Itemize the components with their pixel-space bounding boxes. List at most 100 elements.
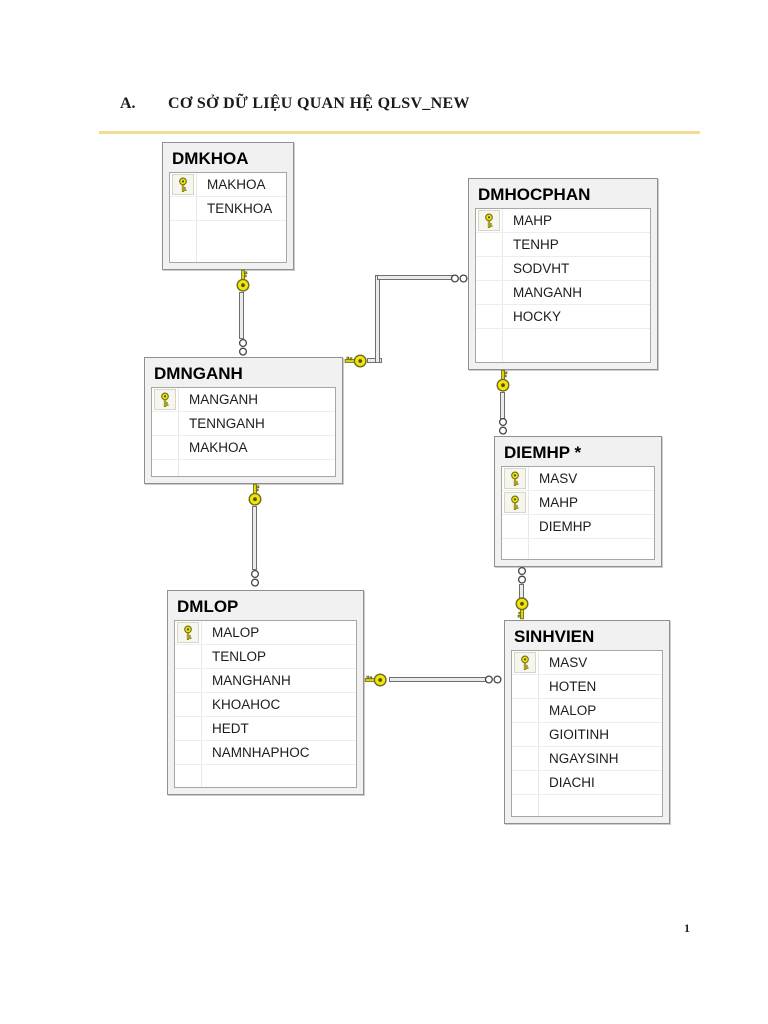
key-cell xyxy=(512,723,538,746)
key-cell xyxy=(170,173,196,196)
page-number: 1 xyxy=(684,921,690,935)
table-row[interactable]: MANGANH xyxy=(476,281,650,305)
key-cell xyxy=(476,209,502,232)
column-name: NGAYSINH xyxy=(549,751,619,766)
primary-key-icon xyxy=(154,389,176,410)
one-end-key-icon xyxy=(236,269,250,293)
key-cell xyxy=(476,257,502,280)
many-end-infinity-icon xyxy=(517,566,527,585)
table-row[interactable]: HOTEN xyxy=(512,675,662,699)
table-row[interactable]: GIOITINH xyxy=(512,723,662,747)
one-end-key-icon xyxy=(344,354,368,368)
key-cell xyxy=(476,233,502,256)
table-row[interactable]: NGAYSINH xyxy=(512,747,662,771)
key-cell xyxy=(476,305,502,328)
key-cell xyxy=(502,491,528,514)
primary-key-icon xyxy=(177,622,199,643)
table-row[interactable]: MAKHOA xyxy=(170,173,286,197)
heading-underline xyxy=(99,131,700,134)
relation-dmnganh-dmhocphan[interactable] xyxy=(375,275,380,363)
table-row[interactable]: MASV xyxy=(512,651,662,675)
relation-dmnganh-dmhocphan[interactable] xyxy=(377,275,455,280)
table-row[interactable]: MALOP xyxy=(175,621,356,645)
key-cell xyxy=(152,412,178,435)
table-row[interactable]: MALOP xyxy=(512,699,662,723)
table-dmnganh[interactable]: DMNGANH MANGANH TENNGANH MAKHOA xyxy=(144,357,343,484)
table-row[interactable]: TENLOP xyxy=(175,645,356,669)
table-diemhp[interactable]: DIEMHP * MASV MAHP DIEMHP xyxy=(494,436,662,567)
column-name: MAHP xyxy=(539,495,579,510)
table-sinhvien[interactable]: SINHVIEN MASV HOTEN MALOP GIOITINH NGAYS xyxy=(504,620,670,824)
column-name: HOCKY xyxy=(513,309,562,324)
one-end-key-icon xyxy=(248,483,262,507)
table-row[interactable]: NAMNHAPHOC xyxy=(175,741,356,765)
table-row[interactable]: TENKHOA xyxy=(170,197,286,221)
column-name: MAHP xyxy=(513,213,553,228)
table-row[interactable]: TENNGANH xyxy=(152,412,335,436)
key-cell xyxy=(512,651,538,674)
relation-dmlop-sinhvien[interactable] xyxy=(389,677,486,682)
primary-key-icon xyxy=(504,492,526,513)
table-row[interactable]: MAHP xyxy=(502,491,654,515)
table-columns-panel: MALOP TENLOP MANGHANH KHOAHOC HEDT NAMNH… xyxy=(174,620,357,788)
table-row[interactable]: SODVHT xyxy=(476,257,650,281)
key-cell xyxy=(512,675,538,698)
column-name: GIOITINH xyxy=(549,727,609,742)
column-name: MASV xyxy=(549,655,588,670)
many-end-infinity-icon xyxy=(450,274,469,284)
column-name: HEDT xyxy=(212,721,249,736)
table-columns-panel: MAKHOA TENKHOA xyxy=(169,172,287,263)
column-name: TENHP xyxy=(513,237,559,252)
key-cell xyxy=(476,281,502,304)
table-columns-panel: MASV MAHP DIEMHP xyxy=(501,466,655,560)
key-cell xyxy=(512,771,538,794)
table-row[interactable]: HOCKY xyxy=(476,305,650,329)
table-row[interactable]: DIEMHP xyxy=(502,515,654,539)
key-cell xyxy=(512,699,538,722)
key-cell xyxy=(170,197,196,220)
icon-column-divider xyxy=(201,621,202,787)
table-row[interactable]: MAKHOA xyxy=(152,436,335,460)
column-name: MALOP xyxy=(212,625,260,640)
table-row[interactable]: MAHP xyxy=(476,209,650,233)
key-cell xyxy=(502,467,528,490)
column-name: TENNGANH xyxy=(189,416,265,431)
icon-column-divider xyxy=(178,388,179,476)
key-cell xyxy=(175,741,201,764)
one-end-key-icon xyxy=(515,596,529,620)
table-dmhocphan[interactable]: DMHOCPHAN MAHP TENHP SODVHT MANGANH HOCK xyxy=(468,178,658,370)
table-row[interactable]: DIACHI xyxy=(512,771,662,795)
table-row[interactable]: MASV xyxy=(502,467,654,491)
primary-key-icon xyxy=(478,210,500,231)
column-name: MASV xyxy=(539,471,578,486)
relation-dmkhoa-dmnganh[interactable] xyxy=(239,292,244,339)
table-row[interactable]: MANGHANH xyxy=(175,669,356,693)
table-row[interactable]: HEDT xyxy=(175,717,356,741)
table-row[interactable]: TENHP xyxy=(476,233,650,257)
table-columns-panel: MASV HOTEN MALOP GIOITINH NGAYSINH DIACH… xyxy=(511,650,663,817)
table-dmlop[interactable]: DMLOP MALOP TENLOP MANGHANH KHOAHOC HEDT xyxy=(167,590,364,795)
column-name: TENKHOA xyxy=(207,201,273,216)
key-cell xyxy=(152,388,178,411)
relation-dmhocphan-diemhp[interactable] xyxy=(500,392,505,419)
primary-key-icon xyxy=(514,652,536,673)
column-name: SODVHT xyxy=(513,261,570,276)
one-end-key-icon xyxy=(496,369,510,393)
column-name: TENLOP xyxy=(212,649,267,664)
column-name: DIACHI xyxy=(549,775,595,790)
column-name: MANGANH xyxy=(513,285,583,300)
icon-column-divider xyxy=(538,651,539,816)
column-name: MAKHOA xyxy=(207,177,266,192)
icon-column-divider xyxy=(196,173,197,262)
key-cell xyxy=(175,717,201,740)
relation-dmnganh-dmhocphan[interactable] xyxy=(367,358,382,363)
column-name: HOTEN xyxy=(549,679,597,694)
relation-dmnganh-dmlop[interactable] xyxy=(252,506,257,570)
column-name: KHOAHOC xyxy=(212,697,281,712)
key-cell xyxy=(175,669,201,692)
table-row[interactable]: KHOAHOC xyxy=(175,693,356,717)
table-row[interactable]: MANGANH xyxy=(152,388,335,412)
column-name: MALOP xyxy=(549,703,597,718)
table-dmkhoa[interactable]: DMKHOA MAKHOA TENKHOA xyxy=(162,142,294,270)
